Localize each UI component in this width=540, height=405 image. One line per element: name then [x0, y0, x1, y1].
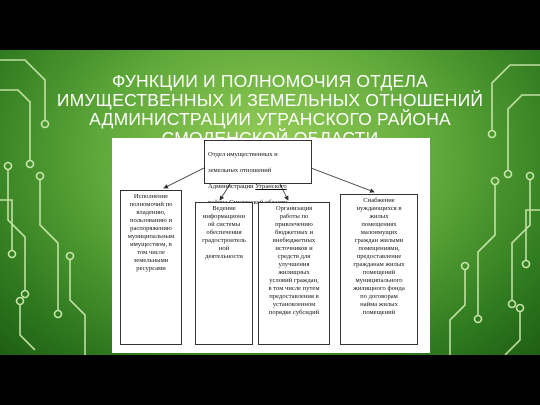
circuit-decoration [0, 59, 540, 355]
connector-arrows [163, 167, 375, 201]
org-chart-image: Отдел имущественных и земельных отношени… [112, 138, 430, 353]
root-line-1: Отдел имущественных и [208, 151, 278, 158]
function-box-urban-planning: Ведение информационн ой системы обеспече… [195, 202, 253, 345]
root-line-3-prefix: Администрации [208, 183, 256, 190]
root-department-box: Отдел имущественных и земельных отношени… [204, 140, 312, 206]
function-box-housing-provision: Снабжение нуждающихся в жилых помещениях… [340, 194, 418, 345]
function-box-housing-funding: Организация работы по привлечению бюджет… [258, 202, 330, 345]
root-line-2: земельных отношений [208, 167, 272, 174]
root-line-3-underlined: Угранского [255, 183, 287, 190]
function-box-property: Исполнение полномочий по владению, польз… [120, 190, 182, 345]
slide-title: ФУНКЦИИ И ПОЛНОМОЧИЯ ОТДЕЛА ИМУЩЕСТВЕННЫ… [56, 71, 484, 148]
